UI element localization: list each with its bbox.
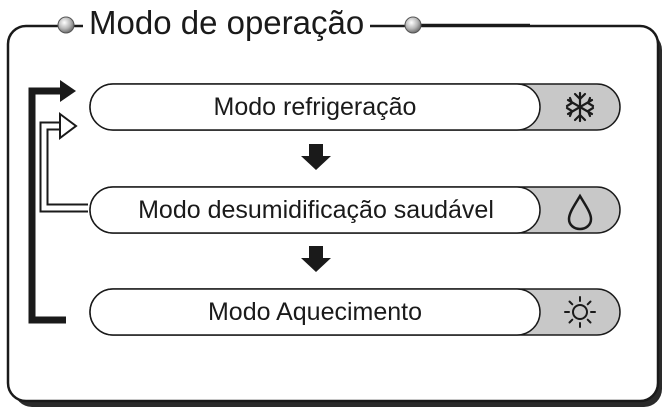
water-drop-icon xyxy=(567,193,593,231)
loop-arrowhead-black xyxy=(60,80,76,102)
loop-arrow-black xyxy=(28,87,66,324)
snowflake-icon xyxy=(565,91,595,123)
sun-icon xyxy=(564,296,596,328)
down-arrow-icon xyxy=(301,144,331,170)
mode-row-cooling xyxy=(89,83,621,131)
down-arrow-icon xyxy=(301,246,331,272)
loop-arrowhead-hollow xyxy=(59,112,78,140)
mode-label-dehumidify: Modo desumidificação saudável xyxy=(138,196,494,224)
mode-row-dehumidify xyxy=(89,186,621,234)
mode-row-heating xyxy=(89,288,621,336)
diagram-title: Modo de operação xyxy=(83,4,371,42)
title-bullet-right xyxy=(404,16,422,34)
title-bullet-left xyxy=(57,16,75,34)
loop-arrow-hollow-inner xyxy=(41,123,88,211)
mode-label-heating: Modo Aquecimento xyxy=(207,298,423,326)
mode-label-cooling: Modo refrigeração xyxy=(213,93,417,121)
